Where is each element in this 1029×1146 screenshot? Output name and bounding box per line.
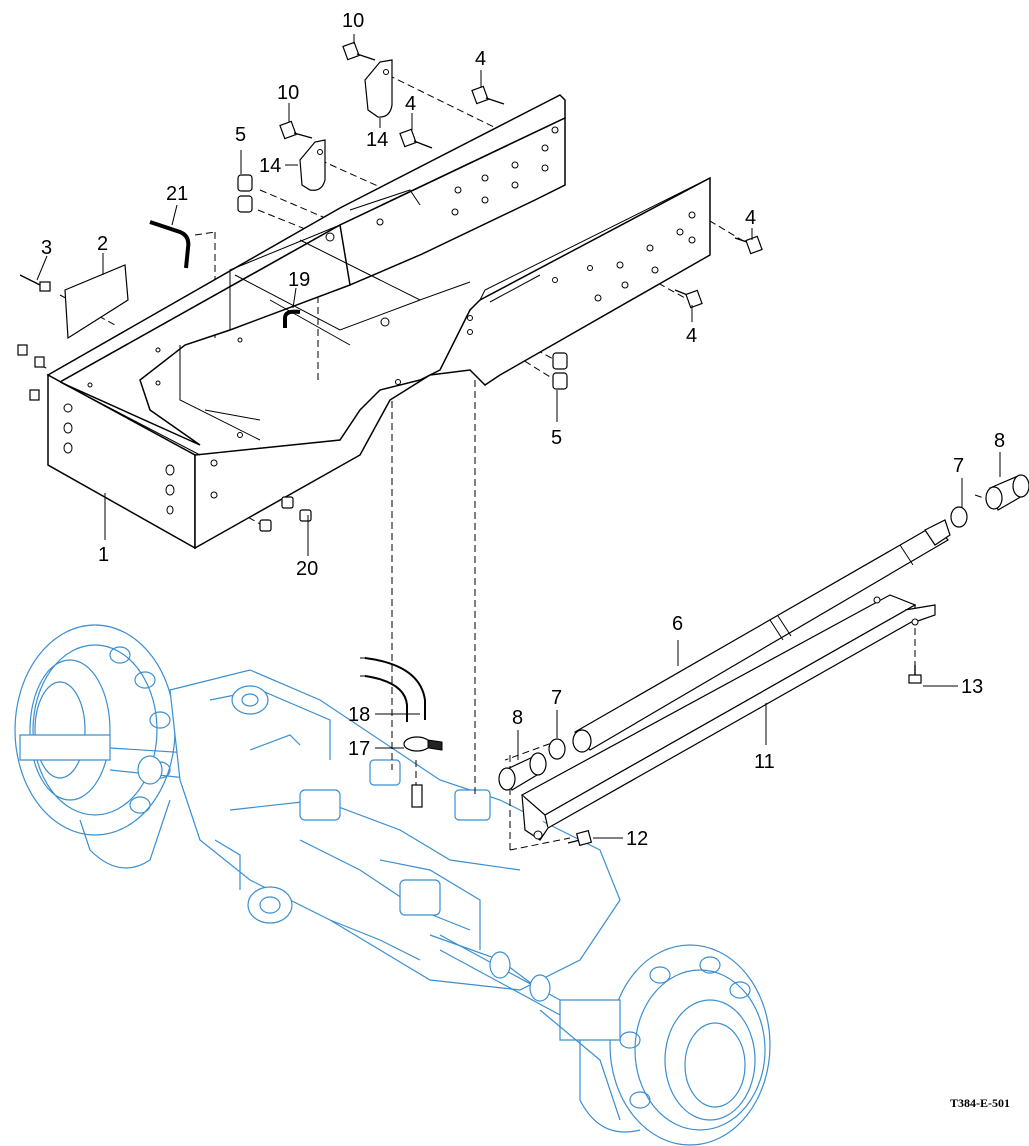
callout-10-top: 10 [342, 10, 364, 32]
callout-10-lower: 10 [277, 82, 299, 104]
callout-2: 2 [97, 233, 108, 255]
plate-2 [64, 264, 129, 340]
clamp-17 [403, 736, 431, 752]
callout-14-upper: 14 [366, 129, 388, 151]
snap-ring-7-right [950, 506, 968, 528]
bolt-20-a [281, 496, 294, 509]
bolt-20-c [259, 519, 272, 532]
callout-17: 17 [348, 738, 370, 760]
callout-labels: 1 2 3 4 4 4 4 5 5 6 7 7 8 8 10 10 11 12 … [41, 10, 1005, 850]
callout-18: 18 [348, 704, 370, 726]
hose-19 [283, 309, 301, 328]
callout-4-top: 4 [475, 48, 486, 70]
drive-shaft-6 [572, 519, 951, 753]
bushing-5-d [552, 372, 568, 390]
main-frame [46, 94, 711, 550]
callout-7-left: 7 [551, 687, 562, 709]
bushing-5-b [237, 195, 253, 213]
callout-1: 1 [98, 544, 109, 566]
callout-5-right: 5 [551, 427, 562, 449]
bolt-10-lower [279, 120, 313, 140]
front-axle-assembly [14, 624, 771, 1146]
clip-14-upper [364, 59, 393, 118]
bolt-4-b [399, 128, 433, 149]
callout-12: 12 [626, 828, 648, 850]
callout-20: 20 [296, 558, 318, 580]
sleeve-8-right [985, 474, 1029, 511]
rivet-3 [19, 274, 51, 292]
callout-21: 21 [166, 183, 188, 205]
fitting [411, 784, 423, 808]
callout-14-lower: 14 [259, 155, 281, 177]
bolt-4-a [471, 85, 505, 105]
bolt-13 [908, 665, 922, 684]
small-parts [17, 41, 1029, 847]
hose-18 [364, 657, 426, 720]
callout-6: 6 [672, 613, 683, 635]
sleeve-8-left [498, 752, 547, 791]
bolt-20-b [299, 509, 312, 522]
callout-4-lower: 4 [686, 325, 697, 347]
callout-3: 3 [41, 237, 52, 259]
callout-5-left: 5 [235, 124, 246, 146]
bushing-5-c [552, 352, 568, 370]
callout-7-right: 7 [953, 455, 964, 477]
bolt-4-d [674, 289, 703, 309]
callout-4-right: 4 [745, 207, 756, 229]
callout-4-mid: 4 [405, 93, 416, 115]
callout-8-left: 8 [512, 707, 523, 729]
callout-11: 11 [754, 751, 775, 773]
callout-8-right: 8 [994, 430, 1005, 452]
bushing-5-a [237, 174, 253, 192]
bolt-4-c [734, 235, 763, 255]
hose-21 [149, 220, 191, 269]
bolt-12 [567, 829, 593, 847]
clip-14-lower [299, 139, 326, 191]
leader-lines [36, 34, 1001, 839]
bolt-10-upper [342, 41, 376, 61]
snap-ring-7-left [548, 738, 566, 760]
diagram-code: T384-E-501 [950, 1096, 1010, 1110]
callout-13: 13 [961, 676, 983, 698]
callout-19: 19 [288, 269, 310, 291]
shaft-guard-11 [520, 594, 936, 841]
